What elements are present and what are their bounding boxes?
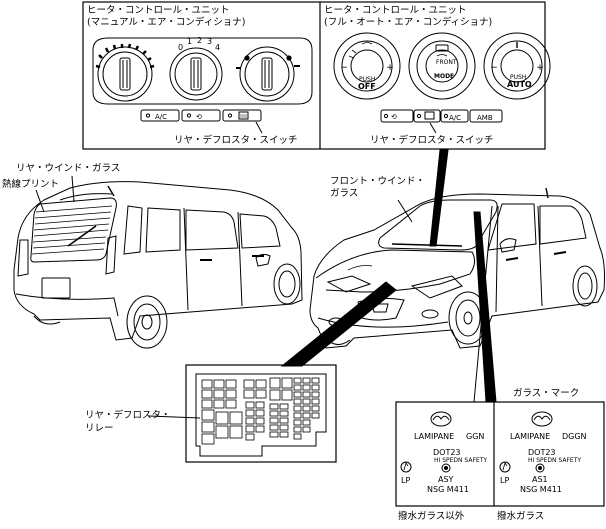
manual-rear-defrost-switch-label: リヤ・デフロスタ・スイッチ	[174, 135, 298, 146]
auto-left-push: PUSH	[359, 76, 376, 83]
manual-mode-ticks	[236, 55, 300, 69]
fan-tick-0: 0	[178, 43, 184, 52]
glass-right-dot: DOT23	[528, 448, 556, 457]
auto-right-push: PUSH	[510, 74, 527, 81]
dial-glyphs: − + − +	[340, 63, 544, 73]
glass-mark-title: ガラス・マーク	[513, 388, 580, 399]
glass-left-asy: ASY	[438, 475, 454, 484]
auto-recirc-button-outline	[380, 109, 414, 123]
manual-control-panel	[92, 37, 313, 105]
callout-wedge-panel	[429, 149, 449, 247]
fan-tick-2: 2	[197, 36, 203, 45]
manual-fan-knob	[169, 47, 223, 101]
fuse-block-cells	[201, 377, 320, 445]
callout-wedge-relay	[280, 281, 397, 367]
glass-mark-frame	[395, 401, 605, 507]
glass-right-ring-text: HI SPEDN SAFETY	[528, 457, 582, 464]
rear-window-glass	[30, 197, 117, 263]
glass-logo-left	[430, 411, 452, 427]
auto-mode-dial-center	[408, 32, 476, 100]
control-unit-frame	[82, 1, 546, 150]
auto-mid-front: FRONT	[436, 59, 457, 66]
glass-left-lp: LP	[401, 476, 411, 485]
auto-recirc-icon: ⟲	[391, 113, 397, 121]
manual-ac-button-outline	[140, 109, 180, 122]
manual-unit-subtitle: (マニュアル・エア・コンディショナ)	[87, 17, 246, 28]
rear-window-label: リヤ・ウインド・ガラス	[16, 163, 121, 174]
auto-right-minus: −	[490, 63, 498, 73]
glass-right-lp: LP	[500, 476, 510, 485]
auto-ac-button[interactable]: A/C	[449, 114, 462, 122]
auto-temp-dial-left	[333, 32, 401, 100]
relay-box-frame	[185, 364, 337, 463]
glass-left-ring-text: HI SPEDN SAFETY	[434, 457, 488, 464]
auto-left-minus: −	[340, 63, 348, 73]
glass-logo-right	[531, 411, 553, 427]
auto-amb-button-outline	[469, 109, 503, 123]
auto-right-plus: +	[536, 63, 544, 73]
manual-temp-ticks	[95, 43, 155, 69]
glass-left-caption: 撥水ガラス以外	[398, 511, 465, 522]
auto-temp-dial-right	[483, 32, 551, 100]
auto-mid-mode: MODE	[434, 73, 455, 80]
glass-left-brand: LAMIPANE	[414, 432, 455, 441]
fuse-block-outline	[195, 373, 327, 457]
auto-unit-title: ヒータ・コントロール・ユニット	[324, 5, 467, 16]
glass-right-asy: AS1	[532, 475, 548, 484]
auto-left-plus: +	[386, 63, 394, 73]
glass-left-dot: DOT23	[433, 448, 461, 457]
glass-right-brand: LAMIPANE	[510, 432, 551, 441]
relay-label-line1: リヤ・デフロスタ・	[85, 410, 171, 421]
auto-amb-button[interactable]: AMB	[477, 114, 493, 122]
auto-rear-defrost-button-outline	[413, 109, 441, 123]
manual-ac-button[interactable]: A/C	[155, 113, 168, 121]
front-window-label-line1: フロント・ウインド・	[330, 176, 426, 187]
manual-unit-title: ヒータ・コントロール・ユニット	[87, 5, 230, 16]
glass-right-nsg: NSG M411	[520, 485, 562, 494]
fan-tick-1: 1	[187, 37, 193, 46]
manual-recirc-button-outline	[181, 109, 221, 122]
car-rear-view	[13, 181, 303, 349]
glass-left-nsg: NSG M411	[427, 485, 469, 494]
manual-recirc-icon: ⟲	[196, 113, 202, 121]
auto-left-off: OFF	[358, 82, 376, 91]
manual-mode-knob	[239, 46, 295, 102]
auto-right-auto: AUTO	[507, 80, 532, 89]
manual-rear-defrost-button-outline	[222, 109, 262, 122]
front-window-label-line2: ガラス	[330, 188, 359, 199]
glass-right-caption: 撥水ガラス	[497, 511, 545, 522]
fan-tick-3: 3	[207, 37, 213, 46]
glass-right-code: DGGN	[562, 432, 587, 441]
relay-label-line2: リレー	[85, 423, 114, 434]
heating-print-label: 熱線プリント	[2, 179, 60, 190]
rear-defrost-grid	[31, 205, 113, 255]
manual-temp-knob	[97, 46, 153, 102]
auto-ac-button-outline	[440, 109, 469, 123]
fan-tick-4: 4	[215, 43, 221, 52]
glass-left-code: GGN	[466, 432, 485, 441]
auto-rear-defrost-switch-label: リヤ・デフロスタ・スイッチ	[370, 135, 494, 146]
car-front-view	[309, 187, 605, 349]
auto-unit-subtitle: (フル・オート・エア・コンディショナ)	[324, 17, 493, 28]
